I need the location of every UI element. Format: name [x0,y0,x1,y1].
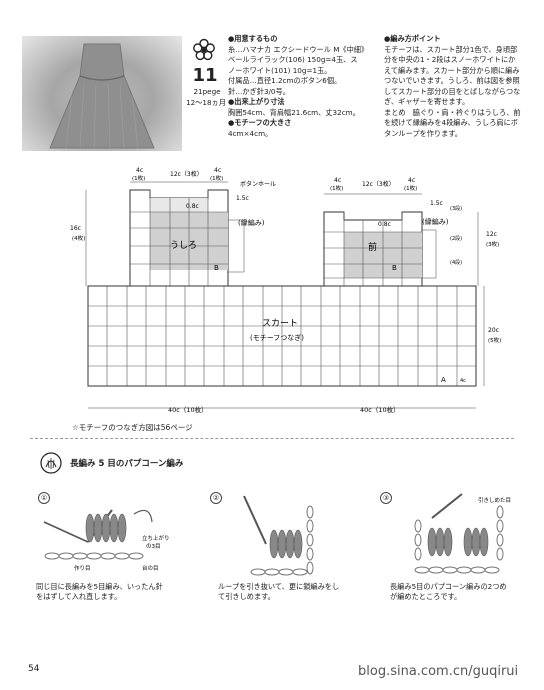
finished-size-title: ●出来上がり寸法 [228,97,285,106]
watermark: blog.sina.com.cn/guqirui [358,664,519,679]
step3-number: ③ [380,492,392,504]
materials-line: 付属品…直径1.2cmのボタン6個。 [228,76,342,85]
motif-size-text: 4cm×4cm。 [228,128,273,138]
garment-photo [22,36,182,151]
dim-1mai-back-right: (1枚) [210,174,223,182]
dress-illustration [49,43,155,149]
materials-line: ベールライラック(106) 150g=4玉、ス [228,55,358,64]
points-line: タンループを作ります。 [384,128,462,138]
points-line: モチーフは、スカート部分1色で、身頃部 [384,44,518,54]
dim-1mai-back-left: (1枚) [132,174,145,182]
dim-08c-back: 0.8c [186,203,199,210]
size-range: 12～18ヵ月 [186,98,226,107]
points-line: つないでいきます。うしろ、前は図を参照 [384,76,520,85]
dim-5mai: (5枚) [488,336,501,344]
dim-40c-left: 40c（10枚） [168,405,208,414]
section-divider [30,438,514,439]
dim-4c-back-right: 4c [214,167,221,174]
points-line: まとめ 脇ぐり・肩・衿ぐりはうしろ、前 [384,107,521,117]
points-line: 分を中央の1・2段はスノーホワイトにか [384,55,516,64]
motif-b-back: B [214,264,219,272]
step1-label-tsukurime: 作り目 [74,564,91,572]
dim-12c-front: 12c（3枚） [362,180,395,188]
motif-b-front: B [392,264,397,272]
points-title: ●編み方ポイント [384,34,441,43]
dim-12c: 12c [486,231,497,238]
dim-2dan-front: (2段) [450,235,462,242]
points-line: えて編みます。スカート部分から順に編み [384,65,520,75]
materials-line: 糸…ハマナカ エクシードウール M《中細》 [228,44,369,54]
reference-note: ☆モチーフのつなぎ方図は56ページ [72,423,193,432]
popcorn-stitch-icon [40,452,62,474]
flower-icon [192,38,216,62]
dim-12c-back: 12c（3枚） [170,170,203,178]
step3-label-hikinuki: 引きしめた目 [478,496,511,504]
front-label: 前 [368,241,377,253]
skirt-sub-label: (モチーフつなぎ) [250,333,304,342]
back-label: うしろ [170,240,197,251]
step1-caption-line2: をはずして入れ直します。 [36,592,122,601]
step2-caption-line2: て引きしめます。 [218,592,275,601]
dim-1mai-front-left: (1枚) [330,184,343,192]
edge-label-front: (縁編み) [422,217,449,226]
front-bodice [323,211,437,287]
garment-diagram: うしろ B 0.8c 1.5c (縁編み) ボタンホール 4c (1枚) 12c… [70,167,501,414]
dim-4c-front-left: 4c [334,177,341,184]
step1-number: ① [38,492,50,504]
dim-4c-skirt: 4c [460,378,466,384]
step3-caption-line1: 長編み5目のパプコーン編みの2つめ [390,582,507,591]
dim-4dan-front: (4段) [450,259,462,266]
step1-label-sanme: の3目 [146,543,161,550]
dim-15c-front: 1.5c [430,200,443,207]
skirt-label: スカート [262,318,298,329]
dim-3dan-front: (3段) [450,205,462,212]
step1-illustration: 立ち上がり の3目 作り目 台の目 [43,509,170,572]
dim-1mai-front-right: (1枚) [404,184,417,192]
dim-15c-back: 1.5c [236,195,249,202]
page-reference: 21pege [193,87,221,96]
pattern-number: 11 [192,65,218,86]
step1-caption-line1: 同じ目に長編みを5目編み、いったん針 [36,582,163,591]
points-line: してスカート部分の目をとばしながらつな [384,86,521,96]
step2-illustration [243,495,314,576]
step2-caption-line1: ループを引き抜いて、更に鎖編みをし [218,582,340,591]
motif-a: A [441,376,446,384]
finished-size-text: 胸囲54cm、背肩幅21.6cm、丈32cm。 [228,107,360,117]
page-number: 54 [28,664,40,674]
dim-16c: 16c [70,225,81,232]
skirt-grid [87,285,477,387]
knitting-points-block: ●編み方ポイント モチーフは、スカート部分1色で、身頃部 分を中央の1・2段はス… [384,34,534,139]
step3-illustration: 引きしめた目 [414,493,511,574]
dim-4c-front-right: 4c [408,177,415,184]
button-hole-label: ボタンホール [240,180,276,188]
dim-08c-front: 0.8c [378,221,391,228]
points-line: ぎ、ギャザーを寄せます。 [384,97,470,106]
motif-size-title: ●モチーフの大きさ [228,118,292,127]
step2-number: ② [210,492,222,504]
points-line: を続けて縁編みを4段編み、うしろ肩にボ [384,118,518,127]
step1-label-daime: 台の目 [142,564,159,572]
step3-caption-line2: が編めたところです。 [390,592,462,601]
popcorn-title: 長編み 5 目のパプコーン編み [70,459,184,469]
dim-40c-right: 40c（10枚） [360,405,400,414]
materials-title: ●用意するもの [228,34,278,43]
edge-label-back: (縁編み) [238,218,265,227]
materials-block: ●用意するもの 糸…ハマナカ エクシードウール M《中細》 ベールライラック(1… [228,34,378,139]
dim-4c-back-left: 4c [136,167,143,174]
materials-line: 針…かぎ針3/0号。 [228,86,290,96]
dim-4mai: (4枚) [72,234,85,242]
materials-line: ノーホワイト(101) 10g=1玉。 [228,65,332,75]
dim-3mai: (3枚) [486,240,499,248]
dim-20c: 20c [488,327,499,334]
step1-label-tachiagari: 立ち上がり [142,534,170,542]
